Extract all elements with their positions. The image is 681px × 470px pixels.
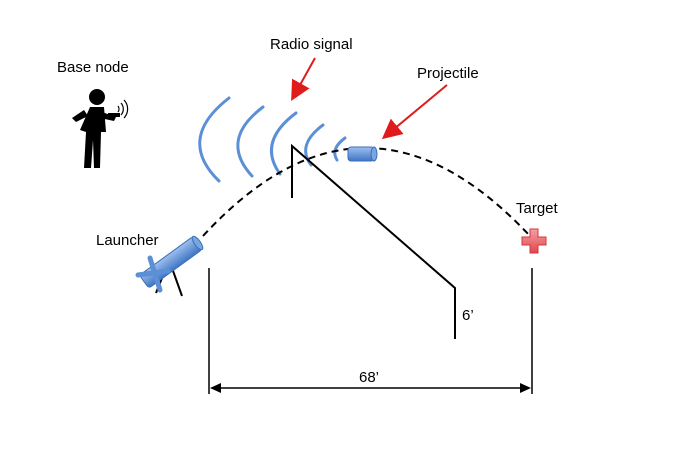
distance-label: 68’ [359,369,379,386]
radio-wave-arcs [198,96,347,183]
signal-arc-3 [270,111,298,176]
projectile-arrow [381,84,448,140]
base-node-label: Base node [57,59,129,76]
barrier-line [291,143,456,339]
launcher-label: Launcher [96,232,159,249]
radio-signal-arrow [291,57,316,101]
target-cross-icon [521,228,547,254]
radio-signal-label: Radio signal [270,36,353,53]
signal-arc-1 [198,96,231,183]
launcher-icon [135,235,204,297]
projectile-icon [347,146,378,162]
signal-arc-2 [236,105,265,178]
signal-arc-5 [333,136,347,162]
projectile-label: Projectile [417,65,479,82]
distance-arrowhead-right [520,383,531,393]
target-label: Target [516,200,559,217]
height-label: 6’ [462,307,474,324]
distance-arrowhead-left [210,383,221,393]
person-with-laptop-icon [72,89,129,168]
